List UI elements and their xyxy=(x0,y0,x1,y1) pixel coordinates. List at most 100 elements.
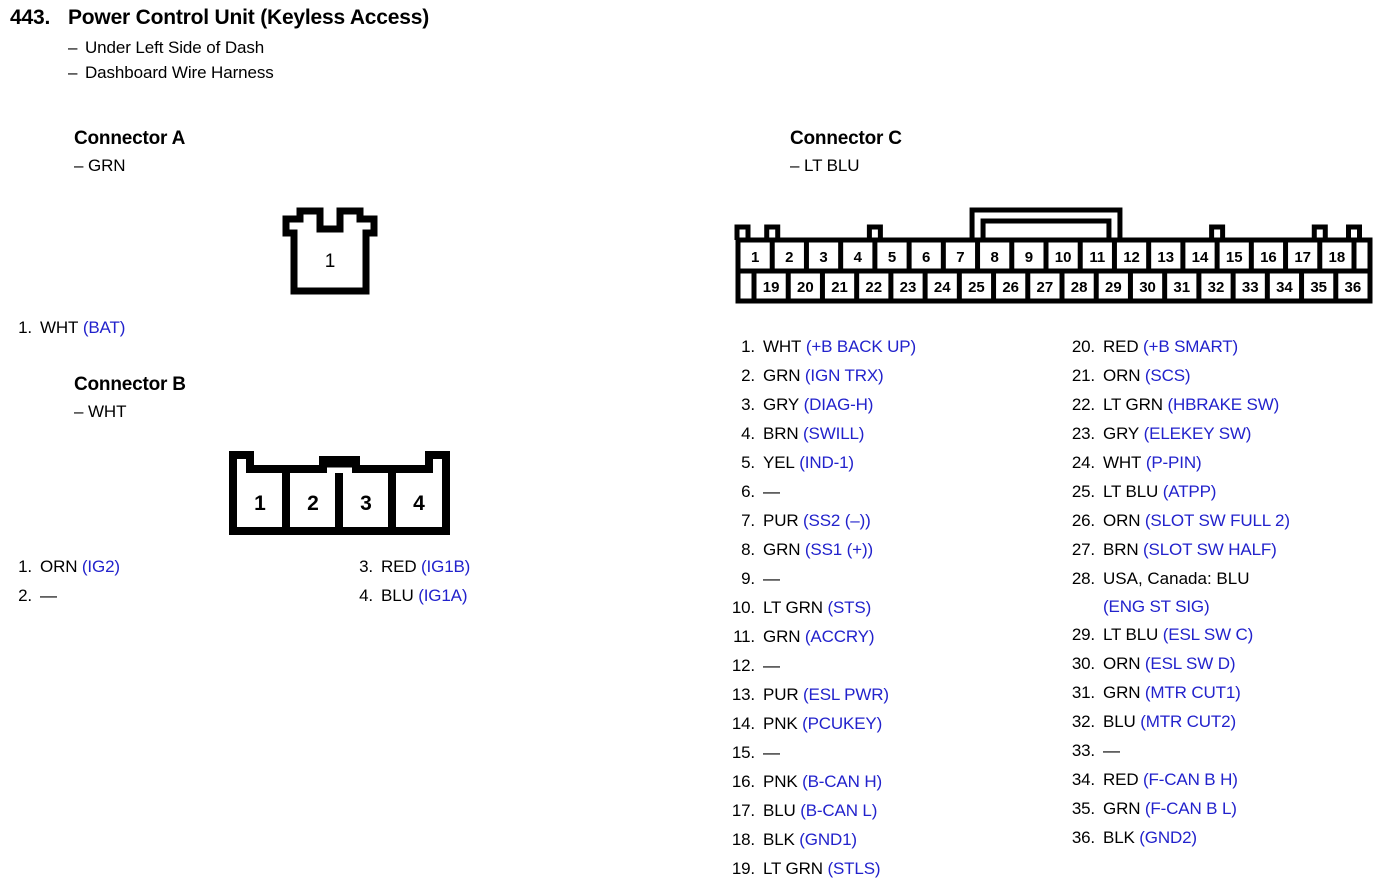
connector-a-diagram: 1 xyxy=(278,205,398,302)
pin-wire-color: WHT xyxy=(763,337,802,356)
connector-c-pin-list-left: 1.WHT (+B BACK UP)2.GRN (IGN TRX)3.GRY (… xyxy=(728,332,916,883)
connector-c-cavity-2: 2 xyxy=(785,249,793,266)
pin-number: 25. xyxy=(1071,482,1095,501)
connector-c-color: – LT BLU xyxy=(790,156,860,175)
pin-row: 1. ORN (IG2) xyxy=(14,552,120,581)
pin-wire-color: RED xyxy=(1103,770,1139,789)
pin-number: 20. xyxy=(1071,337,1095,356)
connector-b-color: – WHT xyxy=(74,402,127,421)
connector-c-cavity-8: 8 xyxy=(990,249,998,266)
bullet-dash-icon: – xyxy=(68,63,78,82)
pin-number: 27. xyxy=(1071,540,1095,559)
connector-c-cavity-3: 3 xyxy=(819,249,827,266)
pin-wire-color: YEL xyxy=(763,453,795,472)
pin-row: 6.— xyxy=(728,477,916,506)
connector-c-cavity-23: 23 xyxy=(900,279,917,296)
pin-signal-name: (ATPP) xyxy=(1162,482,1217,501)
pin-number: 18. xyxy=(731,830,755,849)
pin-wire-color: BLK xyxy=(763,830,795,849)
header-note-location: –Under Left Side of Dash xyxy=(68,35,429,60)
pin-row: 1. WHT (+B BACK UP) xyxy=(728,332,916,361)
connector-a-cavity-1: 1 xyxy=(325,251,336,272)
pin-number: 13. xyxy=(731,685,755,704)
pin-number: 35. xyxy=(1071,799,1095,818)
connector-b-shape: 1 2 3 4 xyxy=(229,451,450,535)
pin-number: 21. xyxy=(1071,366,1095,385)
pin-signal-name: (SWILL) xyxy=(803,424,865,443)
pin-signal-name: (ESL SW C) xyxy=(1162,625,1254,644)
connector-c-cavity-32: 32 xyxy=(1208,279,1225,296)
connector-a-color: – GRN xyxy=(74,156,126,175)
connector-a-shape: 1 xyxy=(282,207,378,295)
pin-signal-name: (GND2) xyxy=(1139,828,1197,847)
connector-c-cavity-28: 28 xyxy=(1071,279,1088,296)
connector-b-outline xyxy=(229,451,450,535)
connector-c-cavity-11: 11 xyxy=(1089,249,1105,266)
pin-signal-name: (B-CAN H) xyxy=(802,772,882,791)
pin-row: 13.PUR (ESL PWR) xyxy=(728,680,916,709)
pin-wire-color: BLU xyxy=(763,801,796,820)
page-title: Power Control Unit (Keyless Access) xyxy=(68,6,429,29)
pin-number: 33. xyxy=(1071,741,1095,760)
connector-c-cavity-31: 31 xyxy=(1173,279,1190,296)
document-header: 443. Power Control Unit (Keyless Access)… xyxy=(10,6,429,85)
pin-signal-name: (SS2 (–)) xyxy=(803,511,871,530)
pin-signal-name: (SCS) xyxy=(1144,366,1191,385)
pin-number: 34. xyxy=(1071,770,1095,789)
pin-signal-name: (ENG ST SIG) xyxy=(1103,597,1210,616)
pin-signal-name: (ESL SW D) xyxy=(1144,654,1236,673)
connector-a-heading-block: Connector A – GRN xyxy=(74,128,185,176)
connector-c-cavity-20: 20 xyxy=(797,279,814,296)
connector-c-locator-tab xyxy=(764,224,781,240)
pin-wire-color: ORN xyxy=(1103,654,1141,673)
pin-signal-name: (F-CAN B H) xyxy=(1143,770,1238,789)
pin-number: 11. xyxy=(733,627,755,646)
pin-number: 3. xyxy=(359,557,373,576)
pin-wire-color: USA, Canada: BLU xyxy=(1103,569,1250,588)
pin-wire-color: — xyxy=(1103,741,1120,760)
connector-c-cavity-13: 13 xyxy=(1157,249,1174,266)
pin-wire-color: LT GRN xyxy=(763,859,823,878)
pin-row: 2. — xyxy=(14,581,120,610)
pin-wire-color: — xyxy=(763,569,780,588)
connector-c-cavity-7: 7 xyxy=(956,249,964,266)
pin-number: 7. xyxy=(741,511,755,530)
connector-c-cavity-5: 5 xyxy=(888,249,896,266)
pin-number: 15. xyxy=(731,743,755,762)
pin-wire-color: LT BLU xyxy=(1103,482,1159,501)
pin-row: 12.— xyxy=(728,651,916,680)
pin-row: 4. BLU (IG1A) xyxy=(355,581,470,610)
pin-row: 7.PUR (SS2 (–)) xyxy=(728,506,916,535)
pin-signal-name: (IG1A) xyxy=(418,586,468,605)
pin-signal-name: (+B BACK UP) xyxy=(805,337,916,356)
pin-signal-name: (HBRAKE SW) xyxy=(1167,395,1280,414)
pin-row: 5.YEL (IND-1) xyxy=(728,448,916,477)
pin-signal-name: (IG2) xyxy=(81,557,120,576)
pin-signal-name: (GND1) xyxy=(799,830,857,849)
pin-signal-name: (F-CAN B L) xyxy=(1144,799,1237,818)
pin-signal-name: (DIAG-H) xyxy=(803,395,874,414)
connector-c-cavity-9: 9 xyxy=(1025,249,1033,266)
pin-wire-color: BLU xyxy=(381,586,414,605)
pin-row: 11.GRN (ACCRY) xyxy=(728,622,916,651)
connector-c-locator-tab xyxy=(866,224,883,240)
pin-wire-color: — xyxy=(763,656,780,675)
pin-number: 1. xyxy=(741,337,755,356)
item-number: 443. xyxy=(10,6,51,29)
bullet-dash-icon: – xyxy=(68,38,78,57)
pin-number: 1. xyxy=(18,557,32,576)
pin-row: 28. USA, Canada: BLU xyxy=(1068,564,1290,593)
connector-c-cavity-16: 16 xyxy=(1260,249,1277,266)
pin-number: 2. xyxy=(18,586,32,605)
pin-number: 36. xyxy=(1071,828,1095,847)
connector-c-cavity-35: 35 xyxy=(1310,279,1327,296)
pin-wire-color: GRN xyxy=(1103,799,1141,818)
pin-wire-color: PNK xyxy=(763,714,798,733)
connector-c-pin-list-right: 20.RED (+B SMART)21.ORN (SCS)22.LT GRN (… xyxy=(1068,332,1290,852)
connector-a-title: Connector A xyxy=(74,128,186,149)
pin-row: 29.LT BLU (ESL SW C) xyxy=(1068,620,1290,649)
pin-row: 30.ORN (ESL SW D) xyxy=(1068,649,1290,678)
pin-number: 28. xyxy=(1071,569,1095,588)
